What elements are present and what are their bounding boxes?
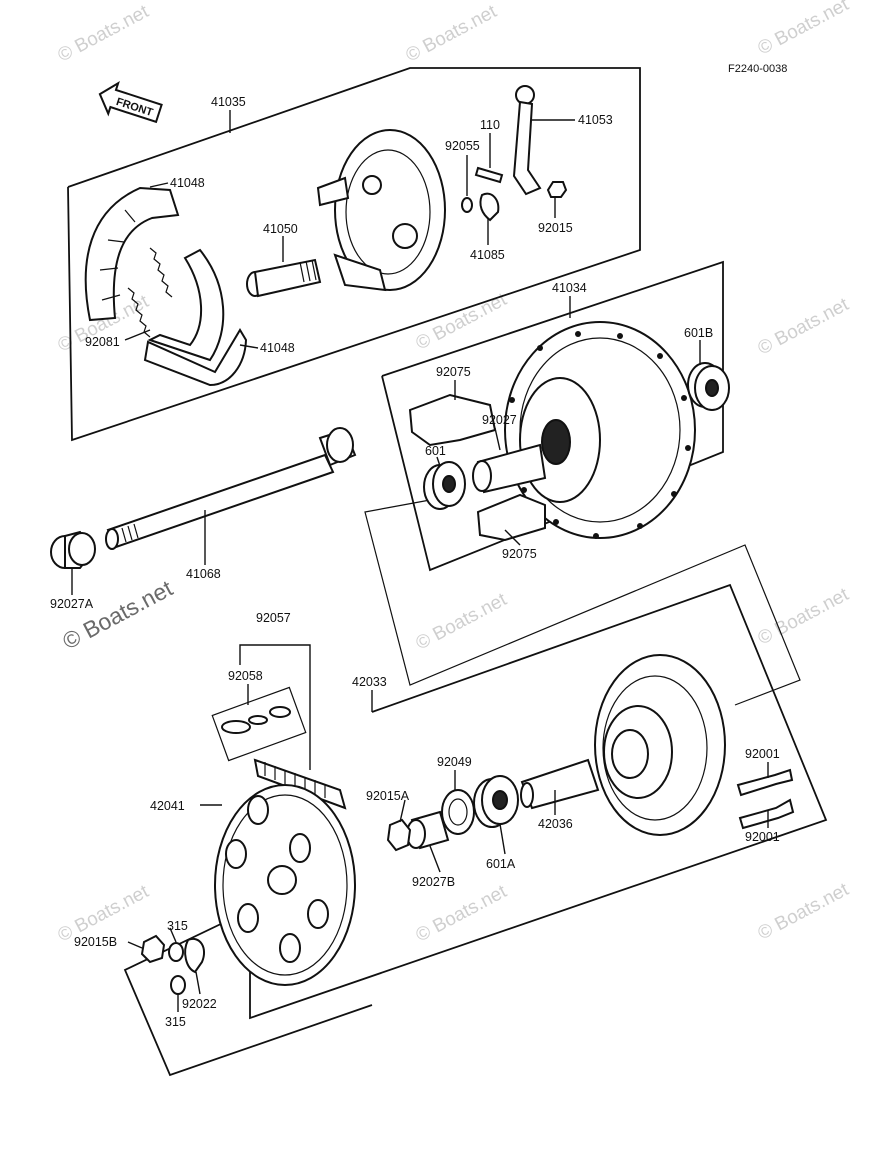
label-92001-bottom: 92001 <box>745 830 780 844</box>
brake-panel-group-frame <box>67 67 641 442</box>
label-315-top: 315 <box>167 919 188 933</box>
spoke-hole <box>593 533 599 539</box>
lock-washer-92022 <box>184 937 206 974</box>
spoke-hole <box>617 333 623 339</box>
axle <box>105 427 357 550</box>
label-41053: 41053 <box>578 113 613 127</box>
nut-92015b <box>140 934 166 964</box>
bearing-601a <box>473 775 519 828</box>
plate-41085 <box>479 192 500 222</box>
drive-chain <box>253 758 347 810</box>
watermark: © Boats.net <box>412 589 510 655</box>
nut-92015a <box>386 818 412 852</box>
spoke-hole <box>553 519 559 525</box>
part-labels: 41035 41048 41050 92081 41048 92055 110 … <box>50 95 780 1029</box>
label-92055: 92055 <box>445 139 480 153</box>
label-92075-top: 92075 <box>436 365 471 379</box>
label-41050: 41050 <box>263 222 298 236</box>
watermark: © Boats.net <box>754 879 852 945</box>
label-92015: 92015 <box>538 221 573 235</box>
brake-cam-shaft <box>246 258 322 298</box>
spoke-hole <box>657 353 663 359</box>
label-92049: 92049 <box>437 755 472 769</box>
brake-panel <box>316 129 446 292</box>
spoke-hole <box>637 523 643 529</box>
label-92022: 92022 <box>182 997 217 1011</box>
label-92081: 92081 <box>85 335 120 349</box>
label-42041: 42041 <box>150 799 185 813</box>
bolt-110 <box>474 166 504 184</box>
watermark: © Boats.net <box>754 584 852 650</box>
brake-shoe-top <box>84 186 180 322</box>
label-41068: 41068 <box>186 567 221 581</box>
label-41035: 41035 <box>211 95 246 109</box>
collar-92027a <box>50 530 96 569</box>
label-41034: 41034 <box>552 281 587 295</box>
label-601: 601 <box>425 444 446 458</box>
spoke-hole <box>681 395 687 401</box>
damper-92075-top <box>408 393 497 447</box>
leader-lines <box>71 110 769 1012</box>
label-92001-top: 92001 <box>745 747 780 761</box>
label-42036: 42036 <box>538 817 573 831</box>
bolt-92001-top <box>736 768 794 797</box>
spoke-hole <box>537 345 543 351</box>
watermark: © Boats.net <box>402 1 500 67</box>
label-92027: 92027 <box>482 413 517 427</box>
label-92075-bottom: 92075 <box>502 547 537 561</box>
brake-lever-41053 <box>512 85 542 196</box>
spoke-hole <box>575 331 581 337</box>
diagram-code: F2240-0038 <box>728 63 787 75</box>
brake-spring-icon <box>127 247 173 338</box>
bearing-601b <box>687 362 730 411</box>
label-92058: 92058 <box>228 669 263 683</box>
watermark: © Boats.net <box>54 1 152 67</box>
spoke-hole <box>509 397 515 403</box>
washer-92055 <box>461 197 473 213</box>
washer-315-bottom <box>170 975 186 995</box>
watermark: © Boats.net <box>754 294 852 360</box>
collar-92027b <box>406 810 450 850</box>
label-601a: 601A <box>486 857 516 871</box>
watermark: © Boats.net <box>412 881 510 947</box>
spoke-hole <box>685 445 691 451</box>
bolt-92001-bottom <box>738 798 795 830</box>
label-92015b: 92015B <box>74 935 117 949</box>
label-41085: 41085 <box>470 248 505 262</box>
label-42033: 42033 <box>352 675 387 689</box>
rear-sprocket <box>214 784 356 986</box>
wheel-hub-group-frame <box>381 260 724 572</box>
front-arrow-icon: FRONT <box>98 81 163 124</box>
spoke-hole <box>521 487 527 493</box>
spacer-92027 <box>472 443 547 494</box>
washer-315-top <box>168 942 184 962</box>
label-110: 110 <box>480 118 500 132</box>
watermark-large: © Boats.net <box>58 575 177 655</box>
brake-shoe-bottom <box>143 248 248 387</box>
oil-seal-92049 <box>441 789 475 835</box>
bearing-601 <box>423 461 466 510</box>
watermark: © Boats.net <box>754 0 852 59</box>
label-92027a: 92027A <box>50 597 94 611</box>
label-92057: 92057 <box>256 611 291 625</box>
label-315-bottom: 315 <box>165 1015 186 1029</box>
label-92015a: 92015A <box>366 789 410 803</box>
label-41048-top: 41048 <box>170 176 205 190</box>
nut-92015 <box>546 181 568 198</box>
damper-92075-bottom <box>476 493 546 542</box>
label-92027b: 92027B <box>412 875 455 889</box>
hub-connector-line <box>364 499 801 706</box>
sleeve-42036 <box>520 758 600 810</box>
label-41048-bottom: 41048 <box>260 341 295 355</box>
master-link-92058 <box>211 686 307 762</box>
spoke-hole <box>671 491 677 497</box>
sprocket-hub-42033 <box>594 654 726 836</box>
label-601b: 601B <box>684 326 713 340</box>
